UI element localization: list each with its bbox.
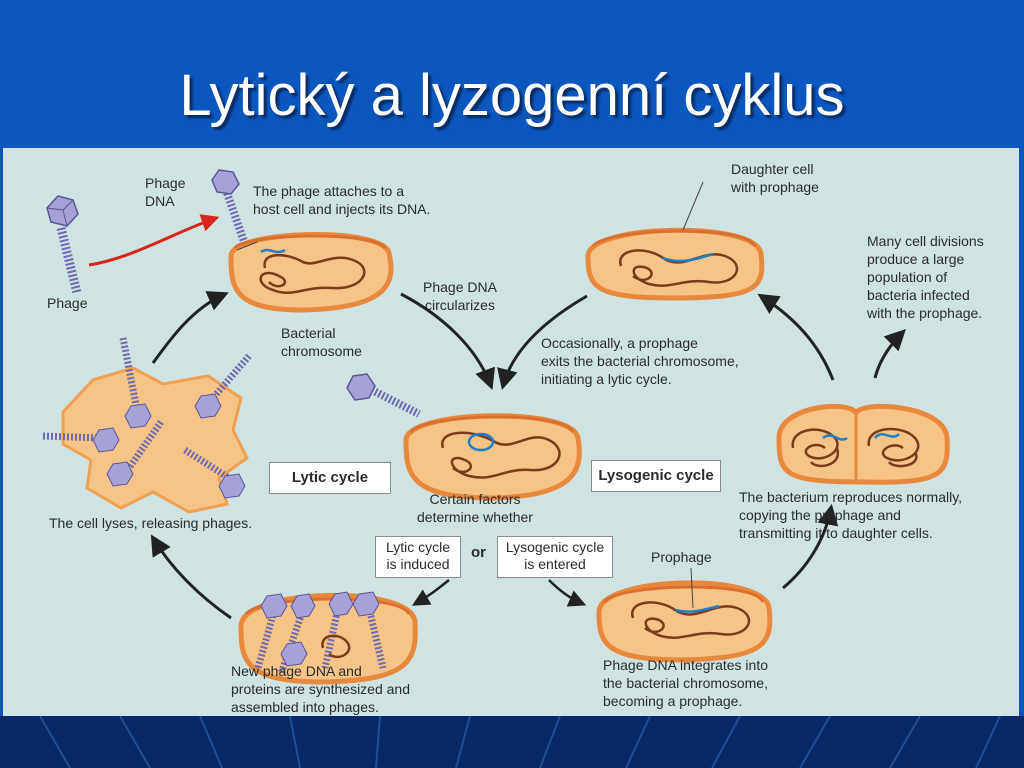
title-band [0,0,1024,148]
label-prophage: Prophage [651,549,712,565]
cell-infected [228,232,394,313]
cell-daughter [585,227,765,301]
arrow-assemble-to-lysis [150,534,232,620]
slide-title: Lytický a lyzogenní cyklus [179,63,845,128]
lytic-lysogenic-diagram: Phage Phage DNA The phage attaches to a … [3,148,1019,716]
label-bacterium-reproduces: The bacterium reproduces normally, copyi… [739,489,963,541]
cell-circularized [403,413,582,501]
arrow-circularize [400,292,496,390]
box-lytic-cycle: Lytic cycle [269,462,391,494]
label-bacterial-chromosome: Bacterial chromosome [281,325,362,359]
phage-approach-arrow [88,214,220,267]
label-daughter-cell: Daughter cell with prophage [731,161,819,195]
label-certain-factors: Certain factors determine whether [417,491,533,525]
arrow-lysogenic-entered [548,579,587,607]
label-phage-attaches: The phage attaches to a host cell and in… [253,183,431,217]
label-or: or [471,544,486,561]
lysed-cell [42,337,252,514]
label-cell-lyses: The cell lyses, releasing phages. [49,515,253,531]
arrow-lytic-induced [411,579,450,606]
free-phage [46,195,82,295]
label-new-phage-assembled: New phage DNA and proteins are synthesiz… [231,663,410,715]
arrow-many-divisions [873,329,906,379]
cell-assembling [238,591,418,685]
label-prophage-exits: Occasionally, a prophage exits the bacte… [541,335,739,387]
box-lysogenic-cycle: Lysogenic cycle [591,460,721,492]
label-dna-circularizes: Phage DNA circularizes [423,279,497,313]
label-phage: Phage [47,295,88,311]
cell-dividing [776,403,950,485]
released-phage-center [346,373,421,418]
diagram-graphics [42,169,950,685]
box-lysogenic-entered: Lysogenic cycle is entered [497,536,613,578]
arrow-daughter-to-dividing [757,293,835,381]
label-many-divisions: Many cell divisions produce a large popu… [867,233,984,321]
cell-prophage [596,580,773,663]
label-phage-dna: Phage DNA [145,175,186,209]
box-lytic-induced: Lytic cycle is induced [375,536,461,578]
arrow-prophage-to-dividing [782,503,839,590]
bottom-decor-lines [39,716,1001,768]
arrow-prophage-exits [497,294,588,391]
bottom-decor-band [0,716,1024,768]
arrow-lysis-to-attach [151,291,229,364]
attaching-phage [211,169,251,252]
label-dna-integrates: Phage DNA integrates into the bacterial … [603,657,768,709]
